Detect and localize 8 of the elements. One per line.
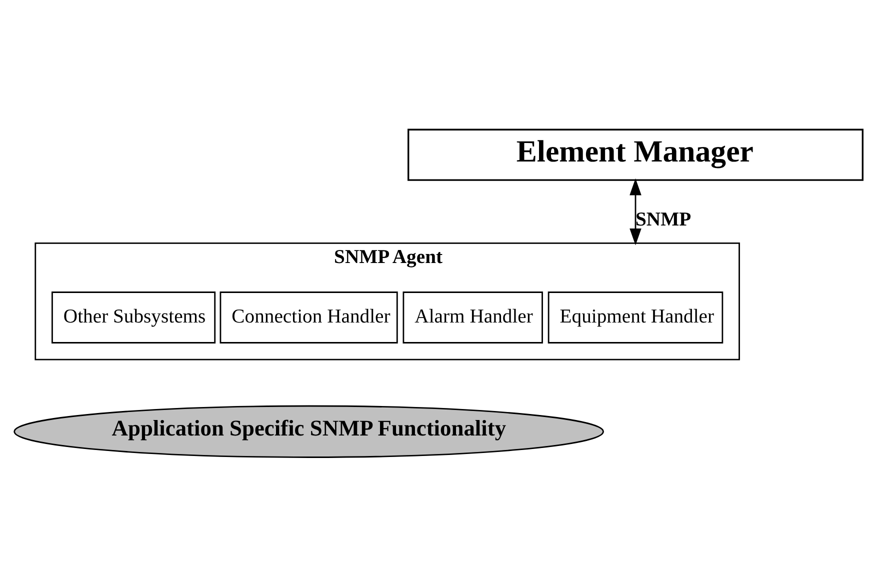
- node-box: Other Subsystems: [52, 291, 216, 343]
- edge-label: SNMP: [636, 208, 692, 230]
- node-box: Element Manager: [408, 128, 864, 180]
- node-box: Equipment Handler: [548, 291, 724, 343]
- node-ellipse: Application Specific SNMP Functionality: [14, 404, 604, 458]
- node-box: Alarm Handler: [402, 291, 543, 343]
- node-box: Connection Handler: [220, 291, 398, 343]
- arrow: [630, 178, 642, 245]
